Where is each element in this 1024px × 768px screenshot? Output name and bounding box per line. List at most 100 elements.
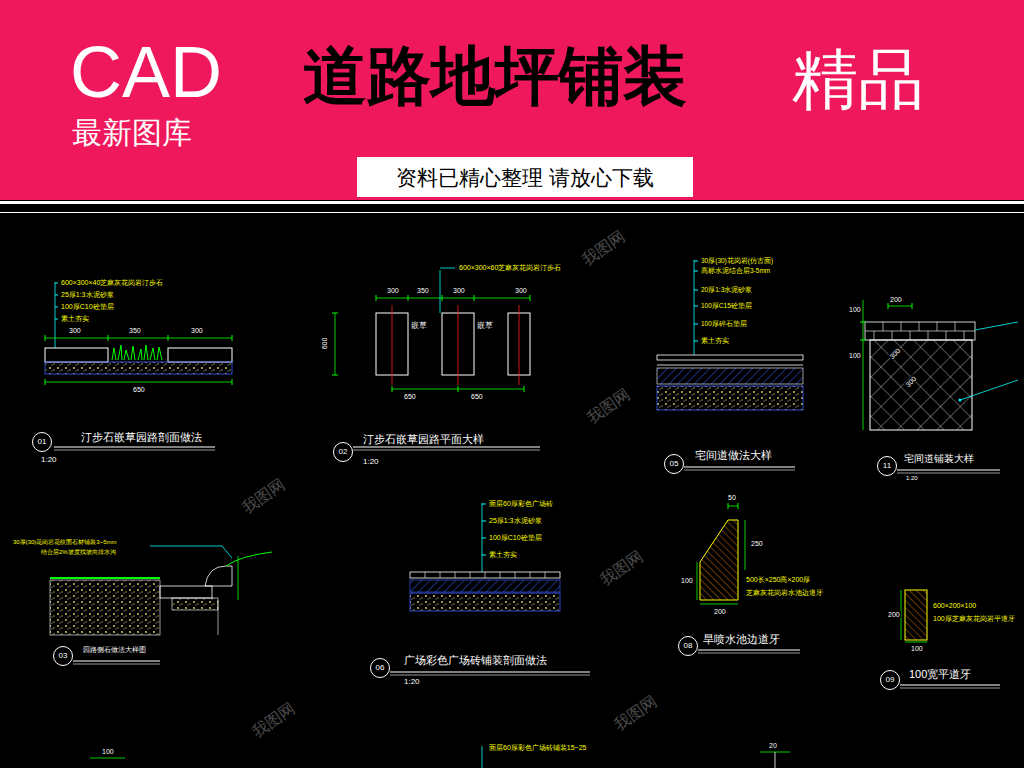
section-stepping-stone-part	[55, 283, 58, 284]
drawing-number-circle: 06	[370, 658, 390, 678]
partial-drawings	[90, 746, 790, 768]
callout-number: 03	[59, 652, 68, 660]
section-stepping-stone-part	[45, 362, 232, 374]
header-band-part	[0, 201, 1024, 204]
drawing-scale: 1:20	[40, 456, 58, 464]
layer-note: 600×300×40芝麻灰花岗岩汀步石	[60, 279, 164, 286]
layer-note: 100厚C10砼垫层	[60, 303, 115, 310]
callout-number: 01	[38, 438, 47, 446]
dimension: 100	[848, 352, 862, 359]
dimension: 100	[910, 645, 924, 652]
section-house-path-part	[684, 470, 795, 471]
drawing-title: 宅间道铺装大样	[903, 454, 975, 464]
plan-stepping-stone-part	[335, 313, 336, 375]
section-plaza-tile-part	[410, 580, 560, 592]
dimension: 650	[403, 393, 417, 400]
download-note-box: 资料已精心整理 请放心下载	[357, 157, 693, 197]
section-stepping-stone-part	[55, 319, 58, 320]
plan-stepping-stone-part	[332, 313, 338, 314]
partial-drawings-part	[482, 746, 483, 768]
flat-curb-profile	[900, 590, 1000, 688]
detail-house-path-part	[960, 380, 1018, 400]
plan-stepping-stone-part	[442, 295, 443, 301]
layer-note: 素土夯实	[488, 551, 518, 558]
plan-stepping-stone-part	[458, 305, 459, 385]
drawing-number-circle: 01	[32, 432, 52, 452]
section-plaza-tile-part	[410, 572, 560, 578]
section-plaza-tile-part	[390, 671, 590, 672]
plan-stepping-stone-part	[392, 386, 393, 392]
dimension: 100	[680, 577, 694, 584]
drawing-number-circle: 08	[678, 636, 698, 656]
section-stepping-stone-part	[45, 335, 46, 341]
dimension: 350	[416, 287, 430, 294]
drawing-scale: 1:20	[403, 678, 421, 686]
header-band-part	[0, 212, 1024, 213]
section-stepping-stone-part	[232, 335, 233, 341]
callout-number: 09	[886, 676, 895, 684]
detail-house-path-part	[959, 399, 962, 402]
layer-note: 100厚C15砼垫层	[700, 303, 753, 310]
section-plaza-tile	[390, 503, 590, 675]
section-house-path-part	[694, 271, 698, 272]
pool-curb-profile-part	[728, 506, 738, 507]
plan-stepping-stone-part	[519, 305, 520, 385]
detail-house-path-part	[860, 322, 866, 323]
drawing-title: 100宽平道牙	[908, 669, 972, 680]
dimension: 50	[727, 494, 737, 501]
watermark: 我图网	[598, 548, 646, 589]
layer-note: 高标水泥结合层3-5mm	[700, 268, 771, 275]
plan-stepping-stone-part	[440, 270, 441, 313]
dimension: 20	[768, 742, 778, 749]
section-path-edge-part	[226, 552, 272, 566]
plan-stepping-stone-part	[458, 386, 459, 392]
section-path-edge-part	[150, 546, 222, 547]
dimension: 250	[750, 540, 764, 547]
pool-curb-profile-part	[700, 604, 738, 605]
grass-label: 嵌草	[476, 322, 494, 330]
layer-note: 素土夯实	[700, 338, 730, 345]
detail-house-path-part	[860, 340, 866, 341]
plan-stepping-stone-part	[392, 305, 393, 385]
callout-number: 05	[670, 460, 679, 468]
dimension: 300	[904, 374, 919, 389]
section-path-edge-part	[172, 598, 218, 610]
dimension: 300	[68, 327, 82, 334]
material-note: 500长×250高×200厚	[745, 576, 811, 583]
section-plaza-tile-part	[390, 675, 590, 676]
watermark: 我图网	[580, 228, 628, 269]
pool-curb-profile-part	[698, 653, 800, 654]
section-house-path-part	[657, 386, 803, 410]
layer-note: 素土夯实	[60, 315, 90, 322]
detail-house-path	[860, 300, 1018, 473]
flat-curb-profile-part	[900, 688, 1000, 689]
plan-stepping-stone-part	[376, 298, 530, 299]
dimension: 300	[514, 287, 528, 294]
flat-curb-profile-part	[900, 684, 1000, 685]
section-path-edge-part	[218, 600, 219, 635]
dimension: 350	[128, 327, 142, 334]
pool-curb-profile-part	[738, 503, 739, 509]
dimension: 200	[889, 296, 903, 303]
plan-stepping-stone-part	[353, 446, 540, 447]
material-note: 100厚芝麻灰花岗岩平道牙	[932, 615, 1016, 622]
section-plaza-tile-part	[425, 572, 545, 578]
material-note: 芝麻灰花岗岩水池边道牙	[745, 589, 824, 596]
callout-number: 11	[883, 462, 891, 470]
plan-stepping-stone-part	[474, 295, 475, 301]
section-stepping-stone-part	[54, 450, 215, 451]
plan-stepping-stone	[332, 268, 540, 450]
detail-house-path-part	[897, 469, 1000, 470]
layer-note: 100厚C10砼垫层	[488, 534, 543, 541]
drawing-title: 园路侧石做法大样图	[82, 646, 147, 653]
section-stepping-stone-part	[112, 345, 162, 360]
pool-curb-profile-part	[728, 503, 729, 509]
section-path-edge-part	[160, 586, 212, 598]
section-path-edge-part	[238, 556, 239, 600]
section-stepping-stone-part	[45, 379, 46, 385]
detail-house-path-part	[888, 306, 912, 307]
plan-stepping-stone-part	[376, 295, 377, 301]
layer-note: 结合层2%坡度找坡向排水沟	[40, 549, 117, 555]
